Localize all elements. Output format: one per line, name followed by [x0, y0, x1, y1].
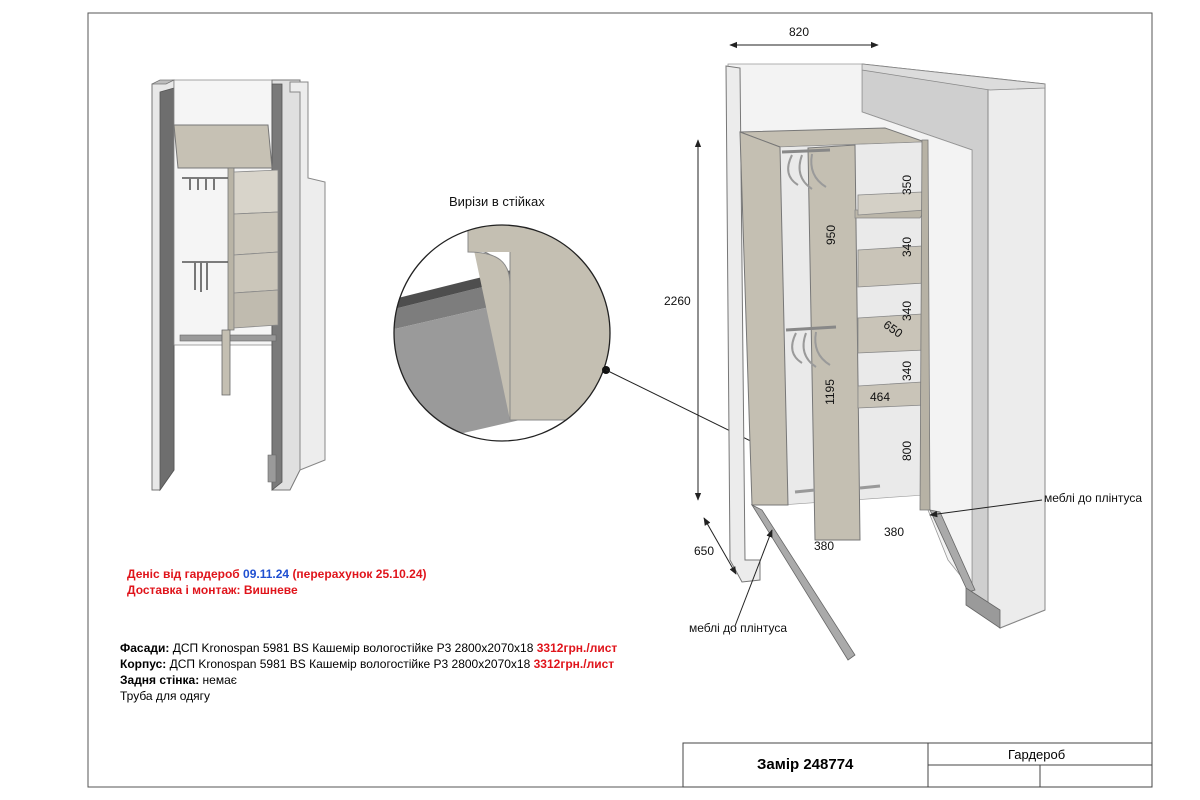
- dim-left-lower: 1195: [822, 379, 837, 405]
- dim-width: 820: [789, 25, 810, 39]
- dim-base-left: 380: [814, 539, 835, 553]
- dim-shelf-1: 350: [900, 174, 915, 196]
- detail-title: Вирізи в стійках: [449, 194, 545, 209]
- spec-body-label: Корпус:: [120, 657, 167, 671]
- client-date: 09.11.24: [243, 567, 290, 581]
- dim-shelf-3: 340: [900, 300, 915, 322]
- dim-bottom-section: 800: [900, 440, 915, 462]
- dim-depth: 650: [694, 544, 715, 558]
- dim-height: 2260: [664, 294, 691, 308]
- order-client-line: Деніс від гардероб 09.11.24 (перерахунок…: [127, 566, 426, 583]
- dim-shelf-2: 340: [900, 236, 915, 258]
- title-block: [682, 742, 1153, 788]
- dim-left-upper: 950: [824, 224, 839, 246]
- spec-body-price: 3312грн./лист: [533, 657, 615, 671]
- stamp-name: Гардероб: [1008, 747, 1066, 762]
- spec-facades-label: Фасади:: [120, 641, 170, 655]
- spec-facades-value: ДСП Kronospan 5981 BS Кашемір вологостій…: [172, 641, 534, 655]
- recalc-date: (перерахунок 25.10.24): [292, 567, 427, 581]
- overview-3d-view: [151, 79, 326, 492]
- dim-base-right: 380: [884, 525, 905, 539]
- spec-facades: Фасади: ДСП Kronospan 5981 BS Кашемір во…: [120, 640, 617, 657]
- main-3d-view: [725, 63, 1046, 661]
- spec-back-value: немає: [202, 673, 237, 687]
- sheet-border: [87, 12, 1153, 788]
- annotation-plinth-left: меблі до плінтуса: [689, 621, 788, 635]
- spec-back-label: Задня стінка:: [120, 673, 200, 687]
- client-name: Деніс від гардероб: [127, 567, 240, 581]
- dim-shelf-width: 464: [870, 390, 891, 404]
- delivery-line: Доставка і монтаж: Вишневе: [127, 583, 298, 597]
- dimension-lines: [694, 41, 1043, 627]
- stamp-code: Замір 248774: [757, 756, 854, 773]
- spec-rod: Труба для одягу: [120, 689, 211, 703]
- spec-facades-price: 3312грн./лист: [536, 641, 618, 655]
- spec-body-value: ДСП Kronospan 5981 BS Кашемір вологостій…: [169, 657, 531, 671]
- dim-shelf-4: 340: [900, 360, 915, 382]
- spec-back: Задня стінка: немає: [120, 672, 237, 689]
- annotation-plinth-right: меблі до плінтуса: [1044, 491, 1143, 505]
- spec-body: Корпус: ДСП Kronospan 5981 BS Кашемір во…: [120, 656, 614, 673]
